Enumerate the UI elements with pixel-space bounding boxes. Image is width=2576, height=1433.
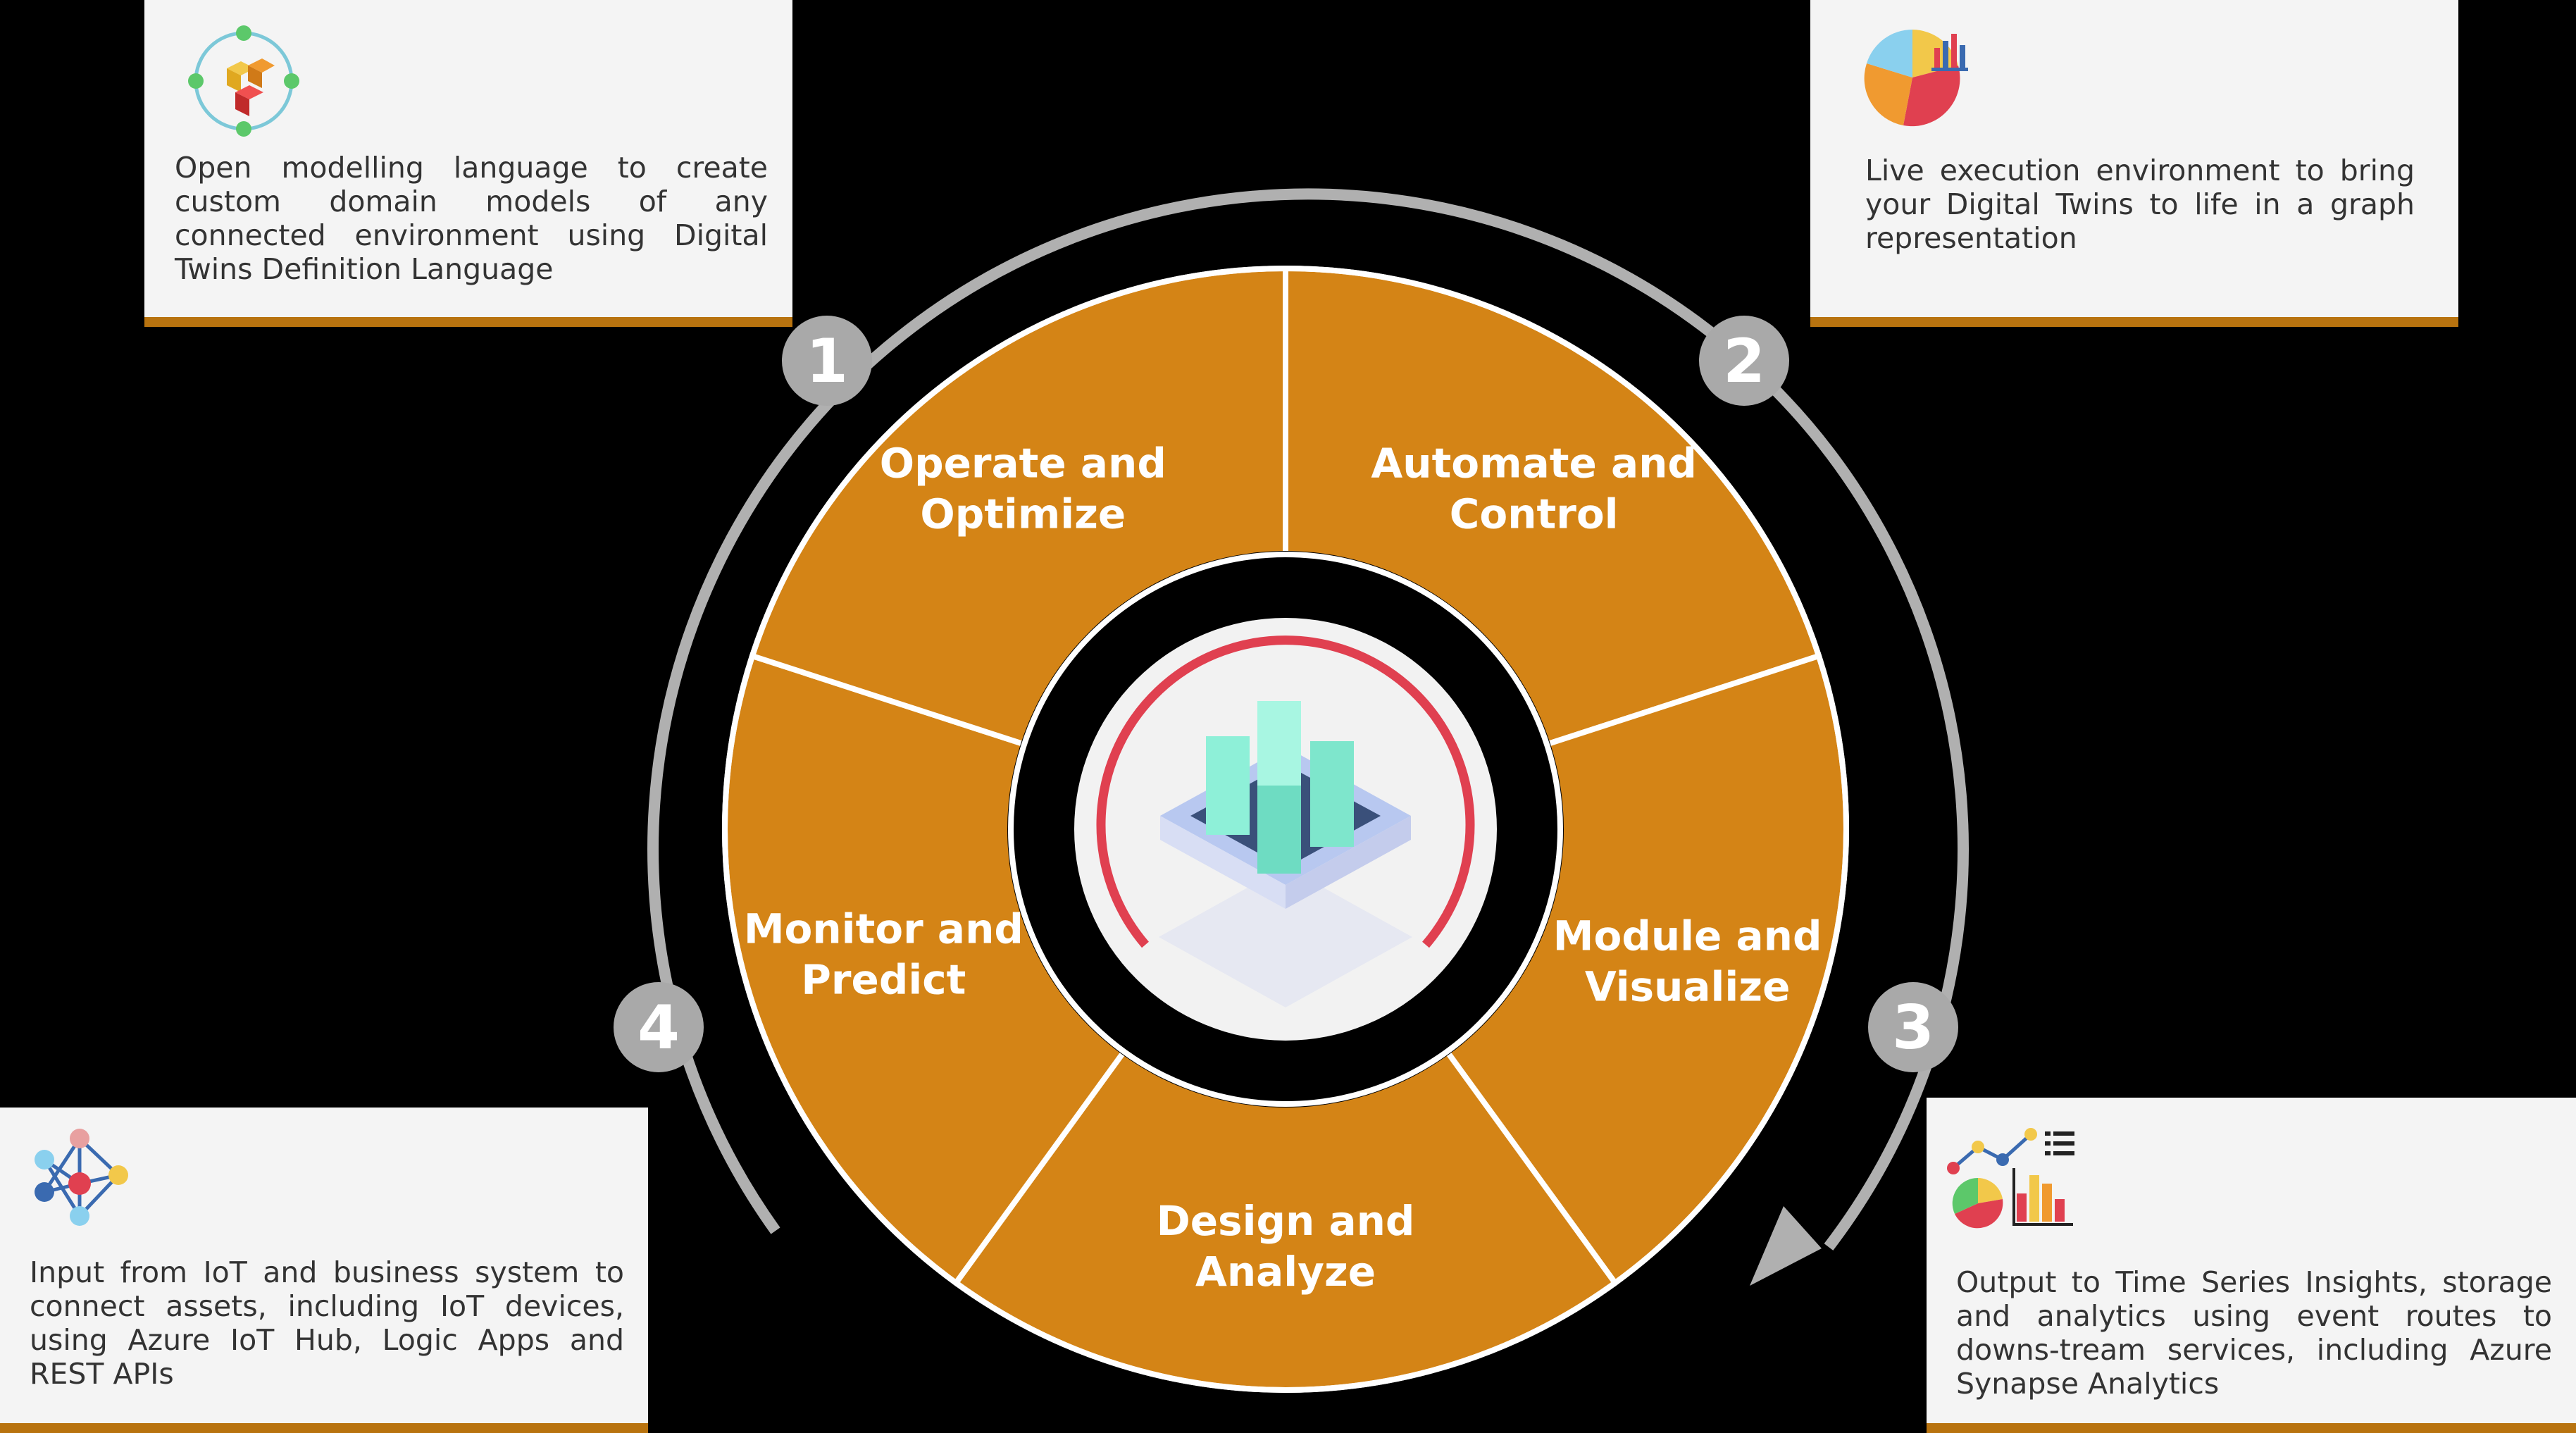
step-badge-1-label: 1 <box>806 326 848 397</box>
analytics-dashboard-icon <box>1947 1128 2074 1229</box>
pie-bar-chart-icon <box>1864 30 1968 127</box>
step-badge-2 <box>1699 316 1789 406</box>
cube-network-icon <box>188 25 299 137</box>
center-hub-outline <box>1008 552 1563 1107</box>
step-badge-3 <box>1868 982 1958 1072</box>
card-text-top-right: Live execution environment to bring your… <box>1865 154 2415 255</box>
step-badge-2-label: 2 <box>1723 326 1765 397</box>
card-text-bottom-right: Output to Time Series Insights, storage … <box>1956 1265 2552 1401</box>
cycle-arc <box>647 188 1970 1251</box>
info-card-bottom-right: Output to Time Series Insights, storage … <box>1927 1098 2576 1433</box>
center-red-arc <box>1096 635 1475 948</box>
step-badge-1 <box>782 316 872 406</box>
info-card-bottom-left: Input from IoT and business system to co… <box>0 1108 648 1433</box>
digital-twin-building-icon <box>1159 701 1412 1007</box>
card-text-top-left: Open modelling language to create custom… <box>175 151 768 286</box>
info-card-top-right: Live execution environment to bring your… <box>1810 0 2458 327</box>
step-badge-3-label: 3 <box>1892 993 1934 1063</box>
card-text-bottom-left: Input from IoT and business system to co… <box>30 1255 624 1391</box>
info-card-top-left: Open modelling language to create custom… <box>144 0 792 327</box>
network-nodes-icon <box>35 1129 128 1226</box>
step-badges: 1 2 3 4 <box>614 316 1958 1072</box>
cycle-arrowhead <box>1750 1206 1822 1286</box>
ring-outer-outline <box>722 266 1849 1393</box>
step-badge-4-label: 4 <box>637 993 680 1063</box>
step-badge-4 <box>614 982 704 1072</box>
